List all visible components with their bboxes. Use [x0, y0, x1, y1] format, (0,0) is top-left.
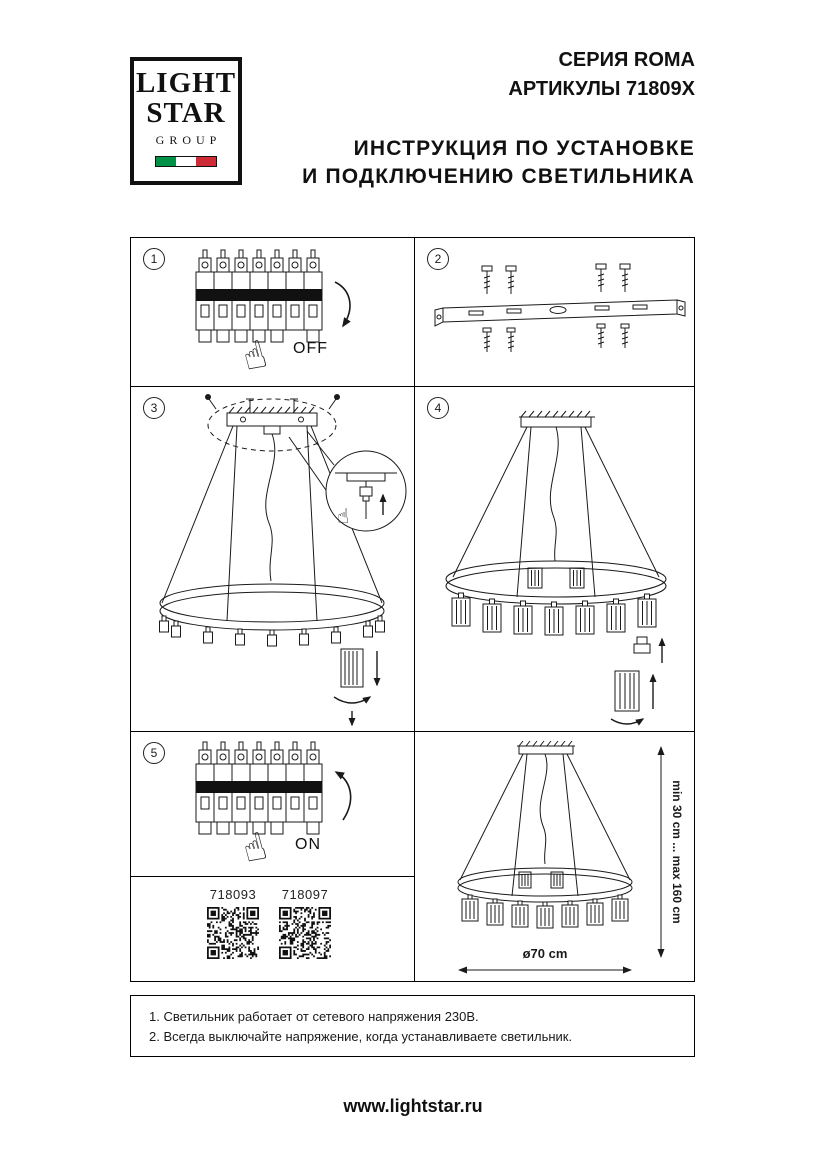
logo-text-light: LIGHT: [135, 67, 237, 99]
step-panel-4: 4: [415, 387, 696, 731]
step-panel-1: 1 ☝ OFF: [131, 238, 414, 386]
qr-article-number-1: 718093: [209, 887, 257, 902]
qr-code-1: [207, 907, 259, 959]
horizontal-divider-2: [131, 731, 694, 732]
step-number-4: 4: [427, 397, 449, 419]
notes-box: 1. Светильник работает от сетевого напря…: [130, 995, 695, 1057]
svg-text:☝: ☝: [238, 823, 272, 871]
horizontal-divider-1: [131, 386, 694, 387]
instruction-title-line2: И ПОДКЛЮЧЕНИЮ СВЕТИЛЬНИКА: [302, 165, 695, 188]
svg-text:☝: ☝: [238, 331, 272, 379]
website-text: www.lightstar.ru: [343, 1096, 483, 1116]
svg-text:☝: ☝: [337, 504, 349, 528]
note-1: 1. Светильник работает от сетевого напря…: [149, 1009, 479, 1024]
qr-article-number-2: 718097: [281, 887, 329, 902]
vertical-divider: [414, 238, 415, 981]
horizontal-divider-3: [131, 876, 414, 877]
shade-installation-illustration: [445, 410, 667, 726]
suspension-height-label: min 30 cm ... max 160 cm: [670, 780, 684, 924]
qr-code-2: [279, 907, 331, 959]
logo-text-star: STAR: [146, 97, 226, 129]
step-panel-5: 5 ☝ ON: [131, 732, 414, 876]
on-label: ON: [295, 836, 321, 853]
step-number-5: 5: [143, 742, 165, 764]
chandelier-dimensions-illustration: [457, 740, 665, 974]
instruction-grid: 1 ☝ OFF 2: [130, 237, 695, 982]
dimensions-panel: min 30 cm ... max 160 cm ø70 cm: [415, 732, 696, 983]
logo-text-group: GROUP: [155, 133, 222, 147]
lightstar-logo: LIGHT STAR GROUP: [130, 57, 242, 185]
qr-panel: 718093 718097: [131, 877, 414, 983]
step-panel-3: 3: [131, 387, 414, 731]
diameter-label: ø70 cm: [522, 946, 568, 961]
step-number-3: 3: [143, 397, 165, 419]
circuit-breaker-on-illustration: ☝: [195, 741, 352, 872]
series-title: СЕРИЯ ROMA: [558, 49, 695, 71]
mounting-bracket-illustration: [434, 263, 686, 352]
note-2: 2. Всегда выключайте напряжение, когда у…: [149, 1029, 573, 1044]
instruction-title-line1: ИНСТРУКЦИЯ ПО УСТАНОВКЕ: [353, 137, 695, 160]
off-label: OFF: [293, 340, 328, 357]
header: СЕРИЯ ROMA АРТИКУЛЫ 71809X ИНСТРУКЦИЯ ПО…: [302, 46, 695, 191]
articles-title: АРТИКУЛЫ 71809X: [508, 78, 695, 100]
step-number-1: 1: [143, 248, 165, 270]
italian-flag-icon: [155, 156, 217, 167]
qr-block-2: 718097: [273, 887, 337, 959]
step-number-2: 2: [427, 248, 449, 270]
circuit-breaker-off-illustration: ☝: [195, 249, 351, 380]
chandelier-assembly-illustration: ☝: [159, 394, 407, 727]
qr-block-1: 718093: [201, 887, 265, 959]
step-panel-2: 2: [415, 238, 696, 386]
